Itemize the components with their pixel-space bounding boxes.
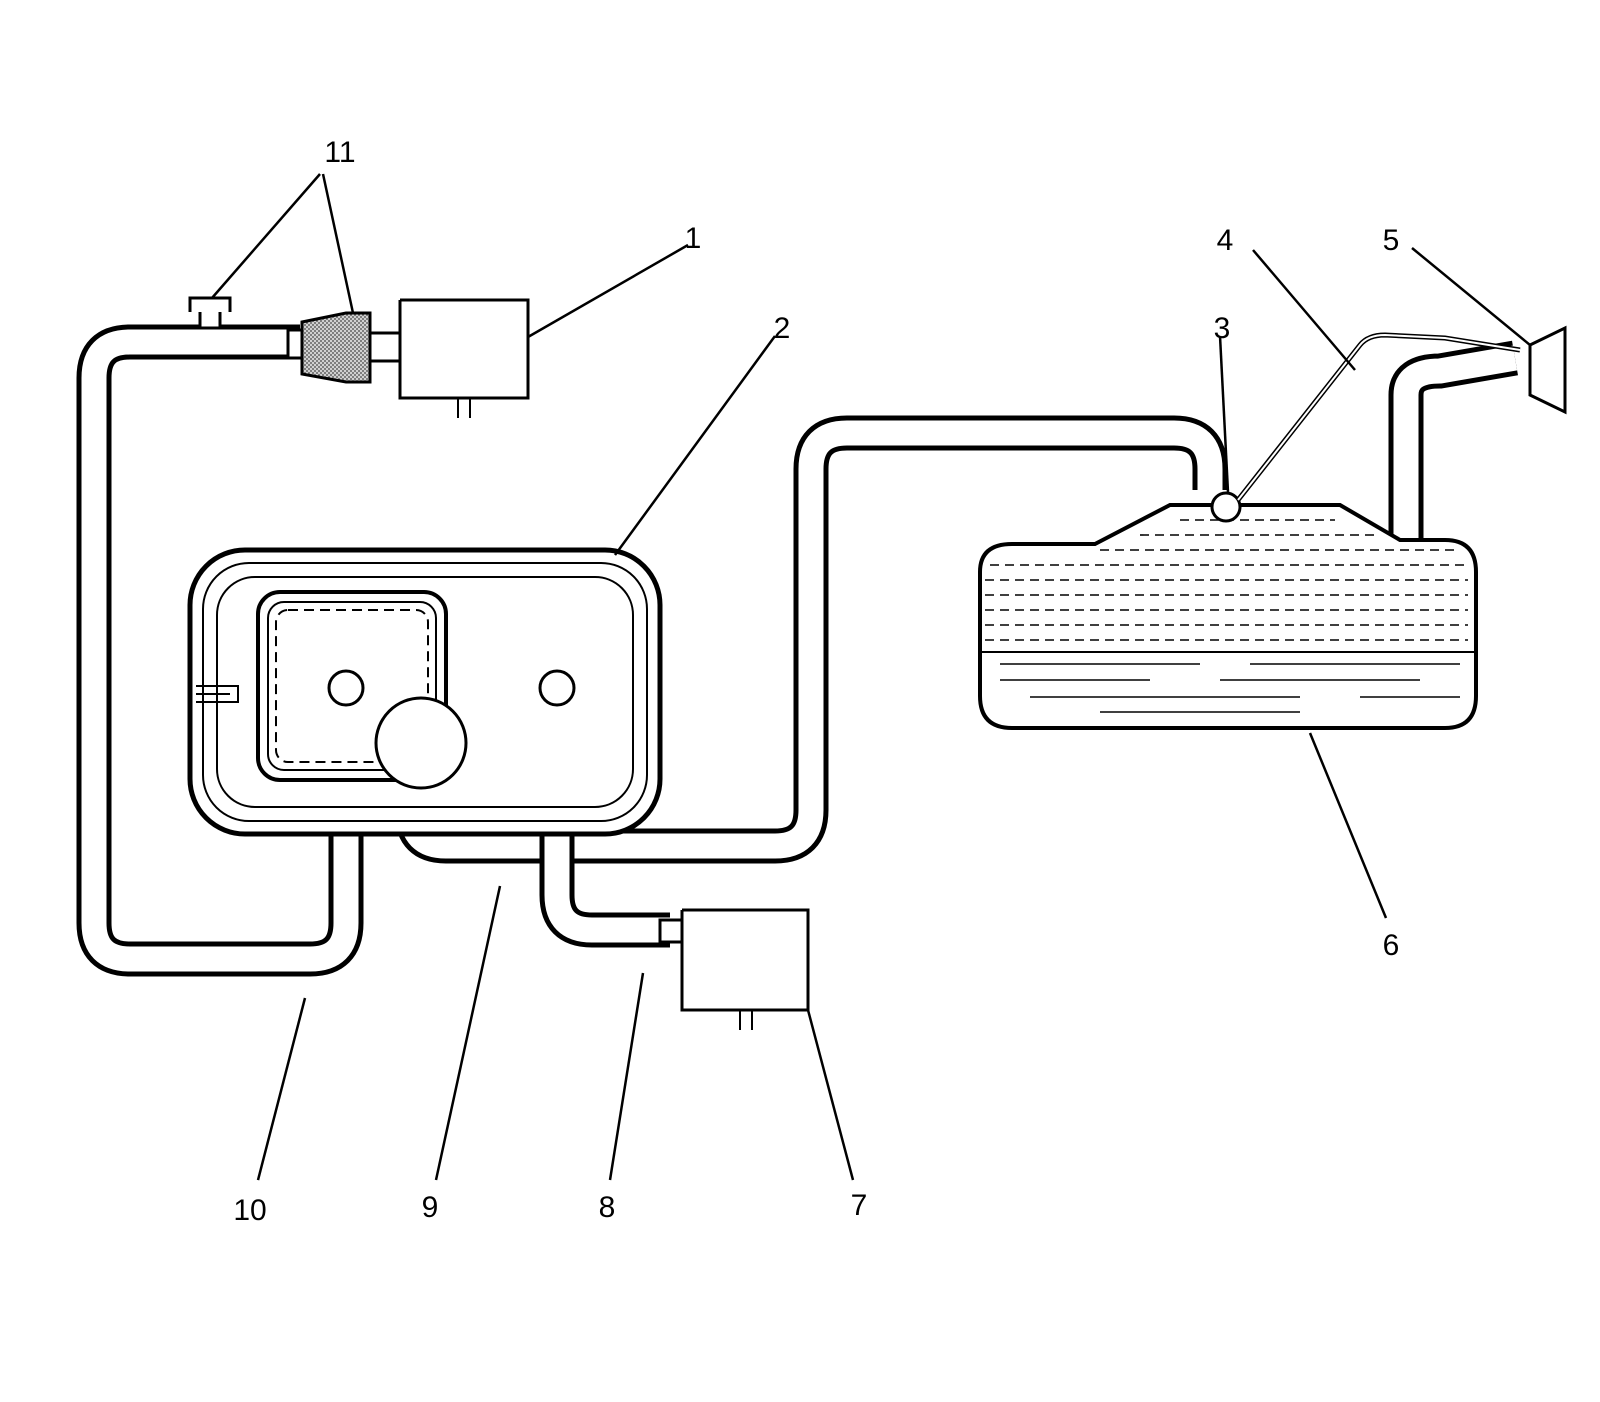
fuel-vapor-dashes: [985, 519, 1468, 641]
leader-6: [1308, 732, 1388, 919]
canister-inner-dashed: [275, 609, 429, 763]
canister-shell-ring-2: [216, 576, 634, 808]
purge-solenoid-connector: [739, 1010, 753, 1030]
leader-8: [608, 972, 645, 1181]
leader-5: [1411, 247, 1531, 346]
filler-cap: [1528, 325, 1567, 415]
evap-canister: [187, 547, 663, 837]
callout-5: 5: [1383, 224, 1400, 257]
hose-10-inner: [81, 329, 359, 972]
leader-lines: [211, 173, 1531, 1181]
callout-1: 1: [685, 222, 702, 255]
callout-11: 11: [324, 136, 355, 169]
canister-port-left: [327, 669, 365, 707]
callout-6: 6: [1383, 929, 1400, 962]
callout-3: 3: [1214, 312, 1231, 345]
canister-shell-ring-1: [202, 562, 648, 822]
callout-2: 2: [774, 312, 791, 345]
leader-11a: [211, 173, 321, 299]
fuel-tank-body: [978, 503, 1478, 730]
filter-body: [300, 311, 372, 384]
rollover-valve: [1210, 491, 1242, 523]
vapor-recirc-tube-inner: [1237, 333, 1521, 501]
vent-fitting-cap: [188, 296, 232, 312]
leader-3: [1218, 335, 1230, 493]
canister-side-bracket: [196, 685, 239, 703]
callout-10: 10: [233, 1194, 266, 1227]
purge-solenoid-inlet: [658, 918, 684, 944]
callout-4: 4: [1217, 224, 1234, 257]
purge-solenoid: [658, 908, 810, 1030]
hoses: [76, 324, 1518, 977]
leader-2: [613, 335, 777, 556]
leader-7: [806, 1009, 855, 1181]
purge-solenoid-box: [680, 908, 810, 1012]
callout-9: 9: [422, 1191, 439, 1224]
canister-inner-chamber-wall: [267, 601, 437, 771]
callout-7: 7: [851, 1189, 868, 1222]
filter-outlet-collar: [368, 331, 402, 363]
callout-labels: 1 2 3 4 5 6 7 8 9 10 11: [233, 136, 1399, 1227]
leader-9: [434, 885, 502, 1181]
leader-11b: [321, 173, 355, 314]
callout-8: 8: [599, 1191, 616, 1224]
fuel-tank: [978, 491, 1478, 730]
filler-cap-body: [1528, 325, 1567, 415]
vent-solenoid-connector: [457, 398, 471, 418]
vent-solenoid-box: [398, 298, 530, 400]
fuel-liquid-streaks: [1000, 663, 1460, 713]
hose-9-inner: [399, 420, 1223, 859]
canister-vent-valve: [374, 696, 468, 790]
canister-port-right: [538, 669, 576, 707]
filler-neck-hose-inner: [1393, 345, 1518, 540]
leader-1: [527, 243, 689, 339]
leader-10: [256, 997, 307, 1181]
vent-solenoid: [398, 298, 530, 418]
leader-4: [1252, 249, 1356, 371]
hose-8-inner: [544, 688, 670, 943]
filter-inlet-collar: [286, 328, 304, 360]
